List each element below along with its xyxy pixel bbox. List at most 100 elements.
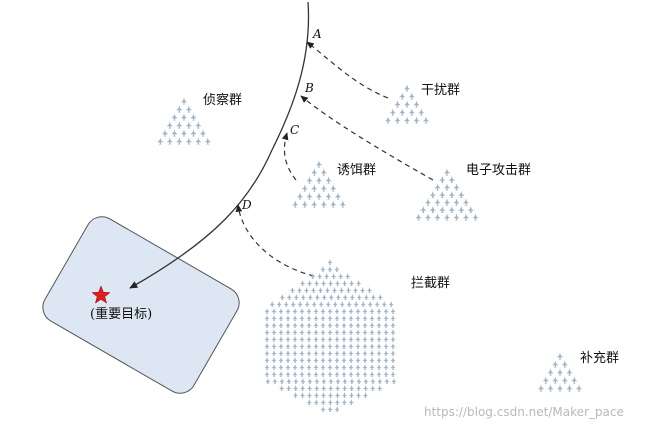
drone-icon [378, 294, 383, 300]
drone-icon [341, 308, 346, 314]
drone-icon [331, 273, 336, 279]
drone-icon [430, 206, 436, 213]
main-trajectory [130, 2, 309, 288]
drone-icon [404, 101, 410, 108]
drone-icon [348, 371, 353, 377]
drone-icon [292, 364, 297, 370]
drone-icon [314, 392, 319, 398]
drone-icon [349, 399, 354, 405]
drone-icon [181, 114, 187, 121]
drone-icon [292, 343, 297, 349]
drone-icon [341, 322, 346, 328]
drone-icon [404, 117, 410, 124]
drone-icon [299, 371, 304, 377]
drone-icon [292, 315, 297, 321]
drone-icon [321, 378, 326, 384]
drone-icon [327, 308, 332, 314]
drone-icon [285, 371, 290, 377]
drone-icon [468, 206, 474, 213]
drone-icon [439, 191, 445, 198]
drone-icon [318, 287, 323, 293]
drone-icon [312, 301, 317, 307]
drone-icon [299, 336, 304, 342]
dianzi-label: 电子攻击群 [466, 163, 531, 178]
drone-icon [376, 364, 381, 370]
drone-icon [300, 392, 305, 398]
drone-icon [271, 371, 276, 377]
buchong-drone-group [538, 353, 582, 392]
drone-icon [362, 343, 367, 349]
point-c-label: C [290, 123, 299, 137]
drone-icon [341, 350, 346, 356]
drone-icon [547, 369, 553, 376]
drone-icon [186, 138, 192, 145]
drone-icon [302, 185, 308, 192]
drone-icon [195, 138, 201, 145]
drone-icon [557, 353, 563, 360]
drone-icon [311, 169, 317, 176]
drone-icon [348, 308, 353, 314]
drone-icon [285, 322, 290, 328]
drone-icon [299, 357, 304, 363]
drone-icon [349, 385, 354, 391]
drone-icon [313, 308, 318, 314]
drone-icon [307, 399, 312, 405]
drone-icon [278, 308, 283, 314]
drone-icon [272, 378, 277, 384]
drone-icon [394, 117, 400, 124]
drone-icon [390, 350, 395, 356]
drone-icon [444, 199, 450, 206]
drone-icon [325, 287, 330, 293]
drone-icon [384, 378, 389, 384]
drone-icon [562, 361, 568, 368]
drone-icon [264, 322, 269, 328]
drone-icon [562, 377, 568, 384]
point-d-label: D [241, 198, 252, 212]
drone-icon [279, 385, 284, 391]
drone-icon [278, 343, 283, 349]
drone-icon [355, 315, 360, 321]
drone-icon [325, 193, 331, 200]
drone-icon [293, 392, 298, 398]
drone-icon [355, 350, 360, 356]
drone-icon [399, 93, 405, 100]
drone-icon [363, 385, 368, 391]
drone-icon [383, 336, 388, 342]
drone-icon [299, 350, 304, 356]
drone-icon [313, 357, 318, 363]
drone-icon [320, 371, 325, 377]
drone-icon [458, 191, 464, 198]
drone-icon [376, 329, 381, 335]
drone-icon [316, 177, 322, 184]
drone-icon [316, 161, 322, 168]
drone-icon [348, 343, 353, 349]
drone-icon [299, 364, 304, 370]
drone-icon [355, 357, 360, 363]
drone-icon [167, 138, 173, 145]
drone-icon [306, 193, 312, 200]
point-b-label: B [304, 81, 314, 95]
drone-icon [382, 301, 387, 307]
drone-icon [453, 184, 459, 191]
drone-icon [355, 343, 360, 349]
drone-icon [264, 357, 269, 363]
drone-icon [369, 350, 374, 356]
drone-icon [334, 406, 339, 412]
drone-icon [566, 385, 572, 392]
drone-icon [181, 98, 187, 105]
drone-icon [444, 169, 450, 176]
drone-icon [369, 357, 374, 363]
drone-icon [423, 117, 429, 124]
drone-icon [547, 385, 553, 392]
drone-icon [325, 177, 331, 184]
drone-icon [390, 322, 395, 328]
drone-icon [375, 301, 380, 307]
drone-icon [377, 385, 382, 391]
drone-icon [320, 406, 325, 412]
drone-icon [327, 364, 332, 370]
drone-icon [327, 406, 332, 412]
drone-icon [306, 177, 312, 184]
drone-icon [369, 343, 374, 349]
drone-icon [200, 130, 206, 137]
drone-icon [271, 350, 276, 356]
